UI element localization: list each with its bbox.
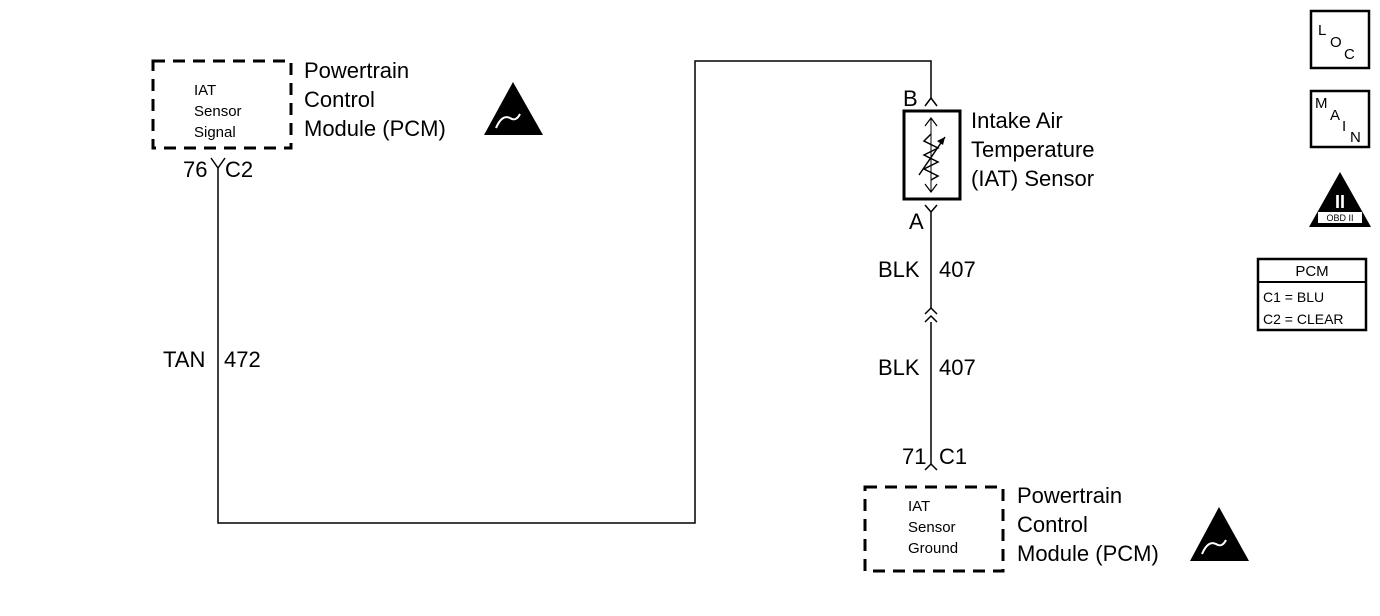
loc-letter-3: C xyxy=(1344,46,1355,63)
obd-numeral: II xyxy=(1335,192,1345,212)
sensor-label-line-2: Temperature xyxy=(971,137,1095,162)
pcm-top-connector: C2 xyxy=(225,157,253,182)
pcm-top-group: IAT Sensor Signal Powertrain Control Mod… xyxy=(151,58,543,182)
pcm-bottom-box-line-2: Sensor xyxy=(908,519,956,536)
sensor-terminal-top xyxy=(924,96,938,107)
pcm-bottom-pin: 71 xyxy=(902,444,926,469)
pcm-bottom-box-line-3: Ground xyxy=(908,540,958,557)
pcm-top-box-line-3: Signal xyxy=(194,124,236,141)
pcm-bottom-group: 71 C1 IAT Sensor Ground Powertrain Contr… xyxy=(863,444,1249,573)
loc-letter-2: O xyxy=(1330,34,1342,51)
main-letter-3: I xyxy=(1342,118,1346,135)
legend-row-1: C1 = BLU xyxy=(1263,289,1324,305)
inline-connector xyxy=(924,306,938,323)
loc-badge: L O C xyxy=(1309,9,1371,70)
wire-right-upper-circuit: 407 xyxy=(939,257,976,282)
wire-right-lower-color: BLK xyxy=(878,355,920,380)
pcm-bottom-box xyxy=(863,485,1005,573)
esd-icon xyxy=(484,82,543,135)
sensor-pin-top: B xyxy=(903,86,918,111)
sensor-body xyxy=(902,109,962,201)
wire-tan-472 xyxy=(217,60,932,524)
pcm-bottom-module-line-2: Control xyxy=(1017,512,1088,537)
sensor-terminal-bottom xyxy=(924,204,938,214)
loc-letter-1: L xyxy=(1318,22,1326,39)
pcm-connector-legend: PCM C1 = BLU C2 = CLEAR xyxy=(1256,257,1368,332)
pcm-bottom-connector: C1 xyxy=(939,444,967,469)
legend-row-2: C2 = CLEAR xyxy=(1263,311,1344,327)
pcm-top-module-line-2: Control xyxy=(304,87,375,112)
pcm-top-module-line-1: Powertrain xyxy=(304,58,409,83)
sensor-label-line-1: Intake Air xyxy=(971,108,1063,133)
pcm-bottom-terminal xyxy=(924,462,938,471)
wire-left-color: TAN xyxy=(163,347,205,372)
thermistor-icon xyxy=(918,117,946,193)
main-letter-1: M xyxy=(1315,95,1328,112)
pcm-top-module-line-3: Module (PCM) xyxy=(304,116,446,141)
wire-left-circuit: 472 xyxy=(224,347,261,372)
wire-right-lower-circuit: 407 xyxy=(939,355,976,380)
wires xyxy=(217,60,932,524)
pcm-top-pin: 76 xyxy=(183,157,207,182)
pcm-bottom-module-line-1: Powertrain xyxy=(1017,483,1122,508)
pcm-bottom-box-line-1: IAT xyxy=(908,498,930,515)
esd-icon xyxy=(1190,507,1249,561)
legend-title: PCM xyxy=(1295,263,1328,280)
main-letter-2: A xyxy=(1330,107,1340,124)
main-badge: M A I N xyxy=(1309,89,1371,149)
pcm-top-box xyxy=(151,59,293,150)
wire-right-upper-color: BLK xyxy=(878,257,920,282)
pcm-top-terminal xyxy=(210,157,226,170)
sensor-pin-bottom: A xyxy=(909,209,924,234)
sensor-label-line-3: (IAT) Sensor xyxy=(971,166,1094,191)
obd-ii-icon: II OBD II xyxy=(1309,172,1371,227)
pcm-top-box-line-2: Sensor xyxy=(194,103,242,120)
pcm-top-box-line-1: IAT xyxy=(194,82,216,99)
pcm-bottom-module-line-3: Module (PCM) xyxy=(1017,541,1159,566)
iat-sensor-group: B Intake Air Temperature (IAT) Sensor A xyxy=(902,86,1095,234)
main-letter-4: N xyxy=(1350,129,1361,146)
obd-label: OBD II xyxy=(1326,213,1353,223)
